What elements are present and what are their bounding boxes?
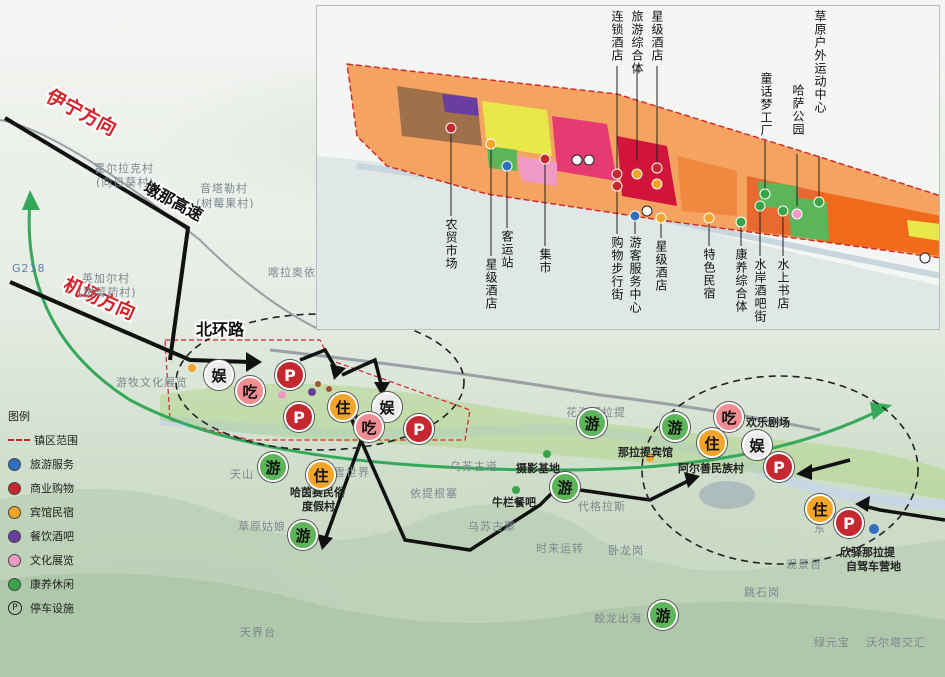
place-label: 哈茵赛民俗 [290,486,345,499]
lodging-marker: 住 [328,392,358,422]
inset-label: 星级酒店 [650,10,664,62]
place-label: 乌苏古道 [450,460,498,473]
place-label: 观景台 [786,558,822,571]
place-label: 天界台 [240,626,276,639]
place-label: 草原姑娘 [238,520,286,533]
tourism-marker: 游 [577,408,607,438]
place-label: 蛟龙出海 [594,612,642,625]
inset-label: 草原户外运动中心 [813,10,827,114]
inset-label: 旅游综合体 [630,10,644,75]
inset-label: 星级酒店 [484,258,498,310]
legend-item-wellness: 康养休闲 [8,572,78,596]
inset-label: 购物步行街 [610,236,624,301]
place-label: 欢乐剧场 [746,416,790,429]
dining-marker: 吃 [235,376,265,406]
tourism-marker: 游 [258,452,288,482]
inset-label: 哈萨公园 [791,84,805,136]
inset-label: 水岸酒吧街 [753,258,767,323]
place-label: 阿尔善民族村 [678,462,744,475]
place-label: 雪世界 [334,466,370,479]
legend-item-town-boundary: 镇区范围 [8,428,78,452]
legend-item-dining-bar: 餐饮酒吧 [8,524,78,548]
pink-dot-icon [8,553,21,567]
lodging-marker: 住 [306,460,336,490]
place-label: 代格拉斯 [578,500,626,513]
orange-dot-icon [8,505,21,519]
place-label: 时来运转 [536,542,584,555]
legend-item-hotel: 宾馆民宿 [8,500,78,524]
lodging-marker: 住 [805,494,835,524]
red-dot-icon [8,481,21,495]
inset-label: 集市 [538,248,552,274]
place-label: 游牧文化展览 [116,376,188,389]
place-label: 那拉提宾馆 [618,446,673,459]
place-label: 天山 [230,468,254,481]
place-label: 东 [814,522,826,535]
blue-dot-icon [8,457,21,471]
place-label: 音塔勒村 [200,182,248,195]
place-label: (树莓果村) [196,197,255,210]
entertainment-marker: 娱 [742,430,772,460]
inset-map: 连锁酒店 旅游综合体 星级酒店 童话梦工厂 哈萨公园 草原户外运动中心 农贸市场… [316,5,940,330]
inset-land-use [317,63,939,329]
legend-title: 图例 [8,410,30,423]
place-label: 乌苏古寨 [468,520,516,533]
place-label: 沃尔塔交汇 [866,636,926,649]
dashed-line-icon [8,439,30,441]
inset-label: 游客服务中心 [628,236,642,314]
lodging-marker: 住 [697,428,727,458]
place-label: 跳石岗 [744,586,780,599]
place-label: (树莓药村) [78,286,137,299]
inset-label: 客运站 [500,230,514,269]
place-label: 绿元宝 [814,636,850,649]
place-label: 霍尔拉克村 [94,162,154,175]
place-label: 卧龙岗 [608,544,644,557]
legend-item-tourism-service: 旅游服务 [8,452,78,476]
parking-marker: P [834,508,864,538]
place-label: 度假村 [302,500,335,513]
dining-marker: 吃 [354,412,384,442]
entertainment-marker: 娱 [204,360,234,390]
legend-item-commerce: 商业购物 [8,476,78,500]
parking-marker: P [764,452,794,482]
place-label: 摄影基地 [516,462,560,475]
place-label: G218 [12,262,46,275]
tourism-marker: 游 [288,520,318,550]
inset-label: 水上书店 [776,258,790,310]
place-label: 喀拉奥依 [268,266,316,279]
place-label: (向日葵村) [96,176,155,189]
purple-dot-icon [8,529,21,543]
place-label: 牛栏餐吧 [492,496,536,509]
place-label: 依提根塞 [410,487,458,500]
legend-item-culture: 文化展览 [8,548,78,572]
inset-label: 连锁酒店 [610,10,624,62]
parking-marker: P [284,402,314,432]
place-label: 欣驿那拉提 [840,546,895,559]
tourism-marker: 游 [550,472,580,502]
tourism-marker: 游 [648,600,678,630]
dining-marker: 吃 [714,402,744,432]
parking-icon: P [8,601,22,615]
place-label: 自驾车营地 [846,560,901,573]
legend-item-parking: P 停车设施 [8,596,78,620]
inset-label: 星级酒店 [654,240,668,292]
green-dot-icon [8,577,21,591]
inset-label: 童话梦工厂 [759,72,773,137]
parking-marker: P [404,414,434,444]
entertainment-marker: 娱 [372,392,402,422]
place-label: 英加尔村 [82,272,130,285]
inset-label: 特色民宿 [702,248,716,300]
tourism-marker: 游 [660,412,690,442]
inset-label: 康养综合体 [734,248,748,313]
inset-label: 农贸市场 [444,218,458,270]
north-ring-road-label: 北环路 [196,320,245,339]
map-legend: 图例 镇区范围 旅游服务 商业购物 宾馆民宿 餐饮酒吧 文化展览 康养休闲 [8,408,78,620]
parking-marker: P [275,360,305,390]
